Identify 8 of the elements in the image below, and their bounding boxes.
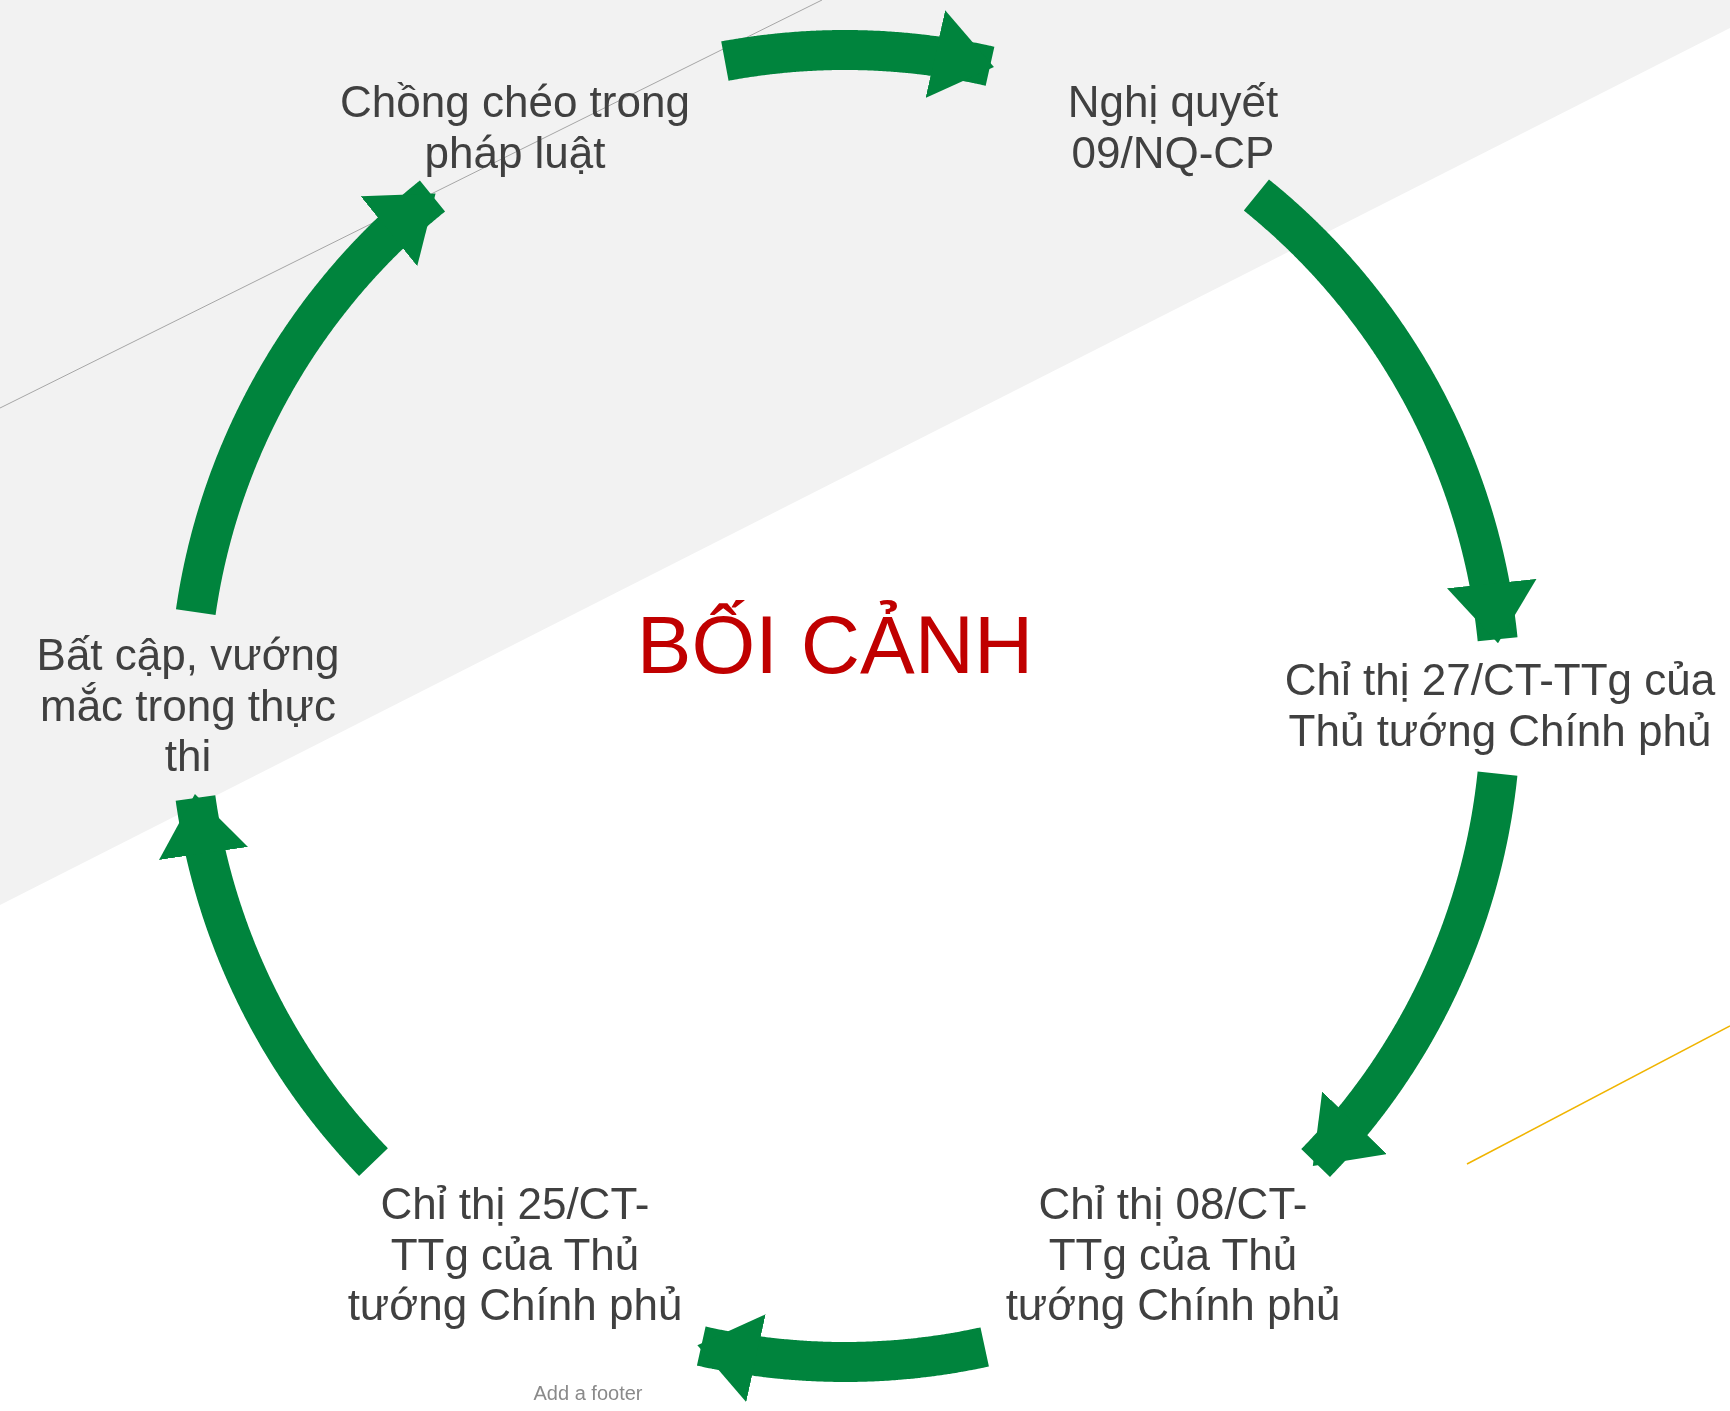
step-label: Bất cập, vướng mắc trong thực thi (13, 630, 363, 782)
step-label: Chỉ thị 08/CT-TTg của Thủ tướng Chính phủ (1003, 1179, 1343, 1331)
title: BỐI CẢNH (636, 598, 1034, 692)
step-label: Nghị quyết 09/NQ-CP (1008, 77, 1338, 179)
step-label: Chỉ thị 27/CT-TTg của Thủ tướng Chính phủ (1280, 655, 1720, 757)
step-label: Chồng chéo trong pháp luật (315, 77, 715, 179)
step-label: Chỉ thị 25/CT-TTg của Thủ tướng Chính phủ (345, 1179, 685, 1331)
footer-text: Add a footer (533, 1382, 643, 1405)
